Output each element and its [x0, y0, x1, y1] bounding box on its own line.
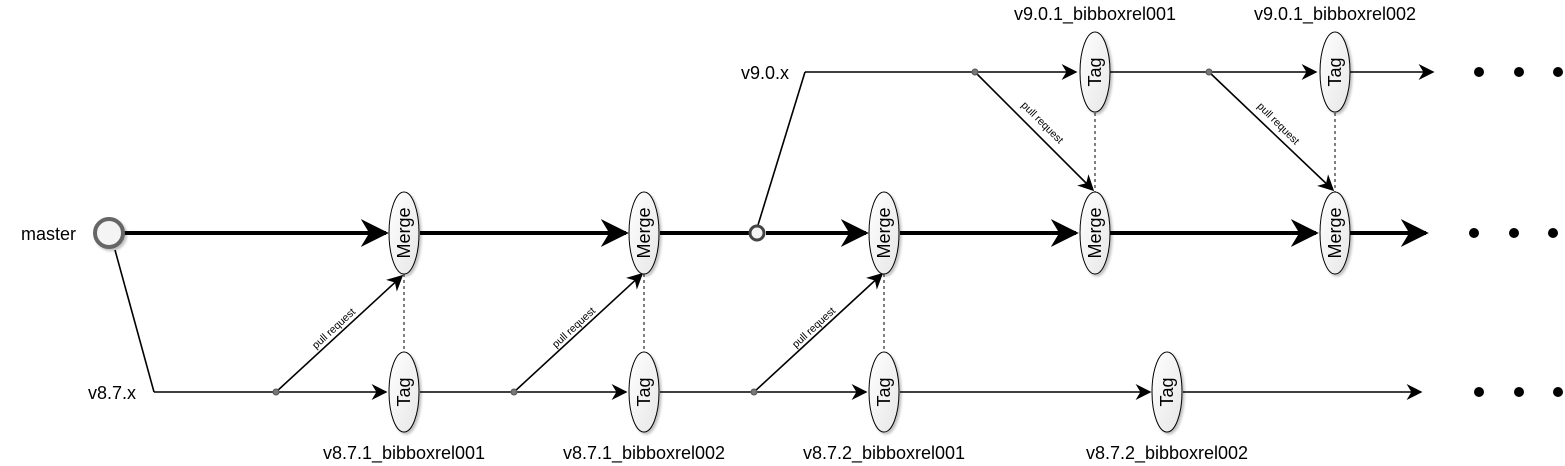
branch-label-master: master — [21, 224, 76, 244]
svg-text:Merge: Merge — [874, 207, 894, 258]
tag-node: Tag — [628, 351, 660, 433]
tag-node: Tag — [1079, 31, 1111, 113]
pull-request-label: pull request — [1255, 100, 1302, 147]
pull-request-arrows — [275, 71, 1335, 393]
tag-label-v9-0-1-002: v9.0.1_bibboxrel002 — [1254, 4, 1416, 25]
svg-text:Tag: Tag — [1325, 57, 1345, 86]
pull-request-label: pull request — [790, 305, 838, 351]
tag-label-v8-7-2-002: v8.7.2_bibboxrel002 — [1086, 443, 1248, 464]
tag-merge-connectors — [403, 113, 1336, 352]
tag-node: Tag — [388, 351, 420, 433]
svg-text:Merge: Merge — [1085, 207, 1105, 258]
merge-node: Merge — [388, 191, 420, 275]
tag-node: Tag — [1319, 31, 1351, 113]
tag-label-v8-7-1-002: v8.7.1_bibboxrel002 — [563, 443, 725, 464]
pull-request-label: pull request — [550, 305, 598, 351]
tag-label-v8-7-1-001: v8.7.1_bibboxrel001 — [323, 443, 485, 464]
svg-text:Merge: Merge — [394, 207, 414, 258]
svg-text:Tag: Tag — [634, 377, 654, 406]
svg-text:Tag: Tag — [394, 377, 414, 406]
merge-node: Merge — [868, 191, 900, 275]
merge-node: Merge — [628, 191, 660, 275]
svg-text:Merge: Merge — [634, 207, 654, 258]
tag-label-v9-0-1-001: v9.0.1_bibboxrel001 — [1014, 4, 1176, 25]
master-start-node — [93, 217, 125, 249]
merge-node: Merge — [1319, 191, 1351, 275]
continuation-dots-master — [1469, 228, 1558, 238]
v90x-branch-line — [757, 64, 1435, 226]
tag-node: Tag — [868, 351, 900, 433]
branch-points — [272, 68, 1213, 396]
svg-text:Tag: Tag — [1157, 377, 1177, 406]
tag-node: Tag — [1151, 351, 1183, 433]
branch-label-v90x: v9.0.x — [741, 63, 789, 83]
continuation-dots-v87x — [1474, 387, 1563, 397]
v87x-branch-line — [114, 249, 1423, 400]
merge-node: Merge — [1079, 191, 1111, 275]
master-branch-point-node — [748, 224, 766, 242]
continuation-dots-v90x — [1474, 67, 1563, 77]
branch-label-v87x: v8.7.x — [88, 383, 136, 403]
tag-label-v8-7-2-001: v8.7.2_bibboxrel001 — [803, 443, 965, 464]
pull-request-label: pull request — [310, 306, 358, 352]
svg-text:Tag: Tag — [874, 377, 894, 406]
svg-text:Merge: Merge — [1325, 207, 1345, 258]
svg-text:Tag: Tag — [1085, 57, 1105, 86]
